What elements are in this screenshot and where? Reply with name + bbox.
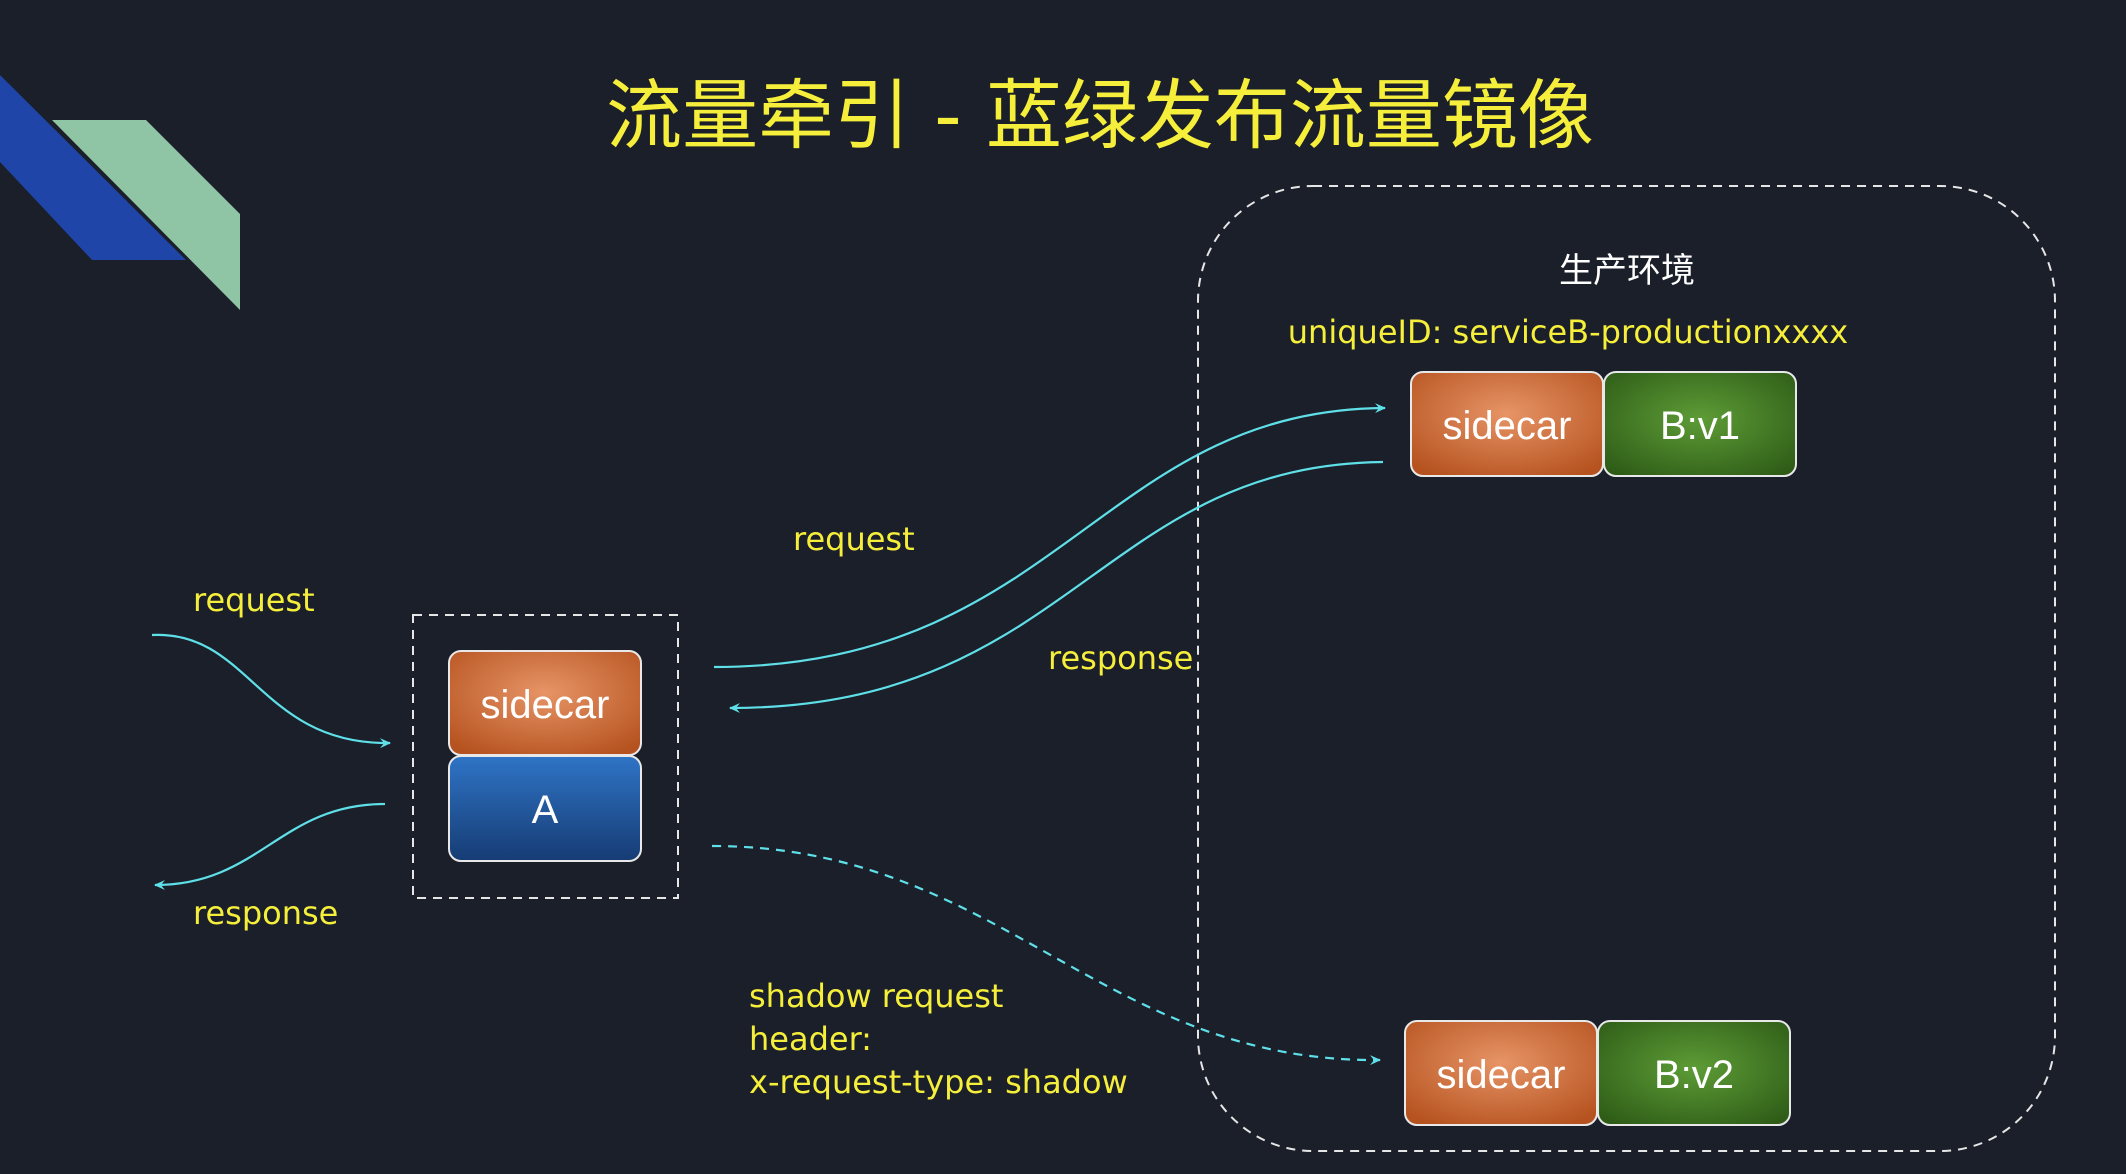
upstream-request-arrow [713, 403, 1386, 669]
upstream-request-label: request [793, 520, 915, 558]
shadow-request-label: shadow request [749, 977, 1003, 1015]
service-b-v2-app-box: B:v2 [1597, 1020, 1791, 1126]
service-b-v2-sidecar-label: sidecar [1437, 1053, 1566, 1097]
service-a-sidecar-label: sidecar [481, 683, 610, 727]
client-request-arrow [151, 633, 391, 749]
service-b-v2-sidecar-box: sidecar [1404, 1020, 1598, 1126]
upstream-response-arrow [729, 460, 1384, 713]
client-response-label: response [193, 894, 338, 932]
shadow-header-label: header: [749, 1020, 872, 1058]
shadow-request-arrow [711, 844, 1381, 1066]
production-environment-frame [1197, 185, 2056, 1152]
client-request-label: request [193, 581, 315, 619]
service-a-frame [412, 614, 679, 899]
environment-label: 生产环境 [1559, 251, 1695, 291]
service-a-app-label: A [532, 788, 559, 832]
service-a-sidecar-box: sidecar [448, 650, 642, 756]
corner-decoration-blue [0, 75, 186, 260]
service-a-app-box: A [448, 755, 642, 862]
service-b-v1-app-box: B:v1 [1603, 371, 1797, 477]
service-b-v1-sidecar-box: sidecar [1410, 371, 1604, 477]
service-b-v1-app-label: B:v1 [1660, 404, 1740, 448]
corner-decoration-green [52, 120, 240, 310]
client-response-arrow [154, 802, 386, 890]
upstream-response-label: response [1048, 639, 1193, 677]
unique-id-label: uniqueID: serviceB-productionxxxx [1288, 313, 1848, 351]
service-b-v1-sidecar-label: sidecar [1443, 404, 1572, 448]
shadow-header-value-label: x-request-type: shadow [749, 1063, 1128, 1101]
page-title: 流量牵引 - 蓝绿发布流量镜像 [606, 71, 1594, 160]
service-b-v2-app-label: B:v2 [1654, 1053, 1734, 1097]
